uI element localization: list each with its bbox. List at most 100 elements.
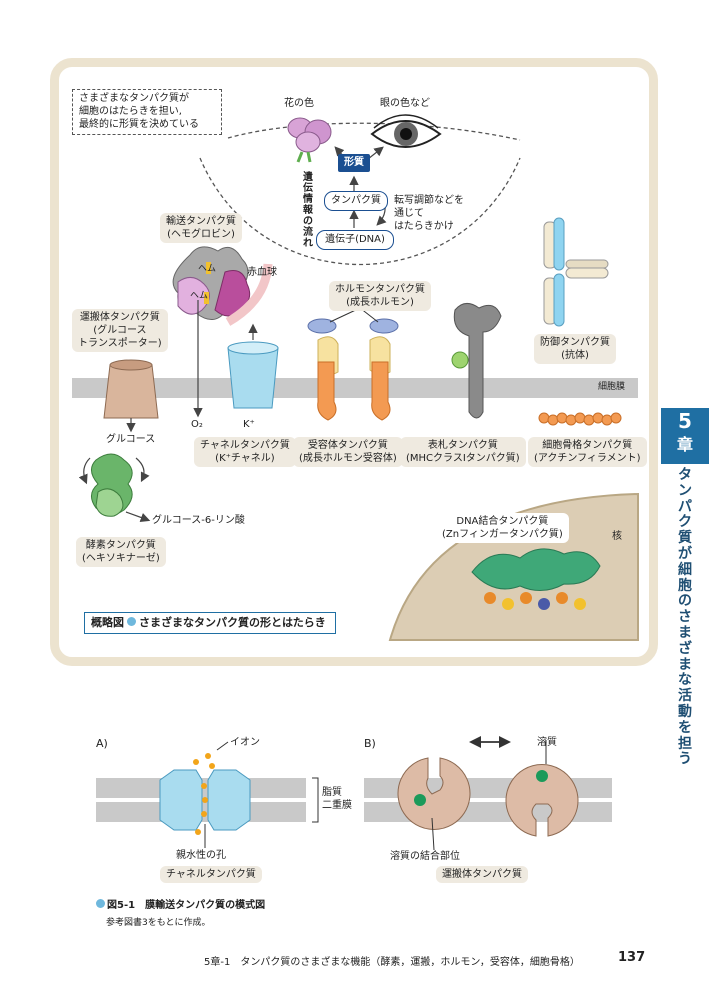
carrier-open-in xyxy=(505,764,579,837)
figure-reference: 参考図書3をもとに作成。 xyxy=(106,918,211,928)
bilayer-label: 脂質 二重膜 xyxy=(322,786,352,812)
chapter-title-char: 動 xyxy=(678,703,692,720)
overview-caption: 概略図さまざまなタンパク質の形とはたらき xyxy=(84,612,336,634)
figure-caption: 図5-1 膜輸送タンパク質の模式図 xyxy=(96,899,265,913)
k-channel-icon xyxy=(227,347,279,409)
antibody-line: 防御タンパク質 xyxy=(540,337,610,348)
ion-label: イオン xyxy=(230,737,260,748)
mhc-icon xyxy=(453,303,502,419)
flow-char: 遺 xyxy=(303,172,313,183)
glut-label: 運搬体タンパク質 (グルコース トランスポーター) xyxy=(72,309,168,352)
chapter-title-char: ま xyxy=(678,624,692,641)
red-blood-cell xyxy=(225,263,273,326)
chapter-title-char: ま xyxy=(678,656,692,673)
hormone-label: ホルモンタンパク質 (成長ホルモン) xyxy=(329,281,431,311)
glut-line: 運搬体タンパク質 xyxy=(79,312,160,323)
chapter-title-char: 担 xyxy=(678,735,692,752)
chapter-title-char: ン xyxy=(678,482,692,499)
hormone-line: ホルモンタンパク質 xyxy=(335,284,425,295)
caption-dot xyxy=(127,617,136,626)
intro-line: さまざまなタンパク質が xyxy=(79,93,189,104)
chapter-title-char: う xyxy=(678,751,692,768)
carrier-open-out xyxy=(397,757,471,830)
chapter-title-char: ク xyxy=(678,514,692,531)
intro-line: 細胞のはたらきを担い, xyxy=(79,106,182,117)
channel-line: チャネルタンパク質 xyxy=(200,440,290,451)
regulation-line: 通じて xyxy=(394,208,424,219)
flow-char: 流 xyxy=(303,227,313,238)
nucleus-label: 核 xyxy=(612,531,622,542)
panel-b-label: B) xyxy=(364,737,376,750)
actin-filament-icon xyxy=(538,412,622,426)
regulation-line: 転写調節などを xyxy=(394,195,464,206)
chapter-title-char: 細 xyxy=(678,561,692,578)
channel-label: チャネルタンパク質 (K⁺チャネル) xyxy=(194,437,296,467)
dna-binding-label: DNA結合タンパク質 (Znフィンガータンパク質) xyxy=(436,513,569,543)
binding-site-label: 溶質の結合部位 xyxy=(390,851,460,862)
o2-label: O₂ xyxy=(191,419,203,430)
regulation-label: 転写調節などを 通じて はたらきかけ xyxy=(394,194,464,233)
bilayer-line: 二重膜 xyxy=(322,800,352,811)
hormone-line: (成長ホルモン) xyxy=(346,297,414,308)
hormone-right xyxy=(369,318,399,334)
figure-title: 膜輸送タンパク質の模式図 xyxy=(145,900,266,911)
flow-label: 遺 伝 情 報 の 流 れ xyxy=(302,172,314,249)
eye-icon xyxy=(370,114,442,148)
flow-char: の xyxy=(303,216,313,227)
flow-char: れ xyxy=(303,238,313,249)
glut-line: (グルコース xyxy=(93,325,147,336)
flow-char: 報 xyxy=(303,205,313,216)
enzyme-icon xyxy=(91,453,133,517)
hormone-left xyxy=(307,318,337,334)
pore-label: 親水性の孔 xyxy=(176,850,226,861)
footer-section: 5章-1 タンパク質のさまざまな機能（酵素，運搬，ホルモン，受容体，細胞骨格） xyxy=(204,957,580,968)
heme-label-2: ヘム xyxy=(190,291,209,301)
dashed-curve-outer xyxy=(199,157,521,265)
caption-text: さまざまなタンパク質の形とはたらき xyxy=(139,616,326,629)
chapter-tab: 5 章 xyxy=(661,408,709,464)
channel-line: (K⁺チャネル) xyxy=(215,453,275,464)
hemoglobin-label: 輸送タンパク質 (ヘモグロビン) xyxy=(160,213,242,243)
flow-char: 情 xyxy=(303,194,313,205)
cytoskeleton-line: 細胞骨格タンパク質 xyxy=(542,440,633,451)
chapter-title-char: 活 xyxy=(678,688,692,705)
receptor-line: 受容体タンパク質 xyxy=(307,440,388,451)
flower-color-label: 花の色 xyxy=(284,98,314,109)
dashed-curve-top xyxy=(227,122,521,141)
eye-color-label: 眼の色など xyxy=(380,98,430,109)
chapter-number: 5 xyxy=(678,409,692,433)
trait-box: 形質 xyxy=(338,154,370,172)
chapter-title-char: 胞 xyxy=(678,577,692,594)
glut-line: トランスポーター) xyxy=(78,338,162,349)
hemoglobin-line: 輸送タンパク質 xyxy=(166,216,236,227)
marker-label: 表札タンパク質 (MHCクラスⅠタンパク質) xyxy=(400,437,526,467)
cytoskeleton-label: 細胞骨格タンパク質 (アクチンフィラメント) xyxy=(528,437,647,467)
protein-box: タンパク質 xyxy=(324,191,388,211)
antibody-line: (抗体) xyxy=(561,350,589,361)
ions xyxy=(193,753,215,835)
intro-line: 最終的に形質を決めている xyxy=(79,119,199,130)
hemoglobin-line: (ヘモグロビン) xyxy=(167,229,235,240)
flower-icon xyxy=(287,117,332,163)
flow-char: 伝 xyxy=(303,183,313,194)
regulation-line: はたらきかけ xyxy=(394,221,454,232)
gene-box: 遺伝子(DNA) xyxy=(316,230,394,250)
dna-binding-line: (Znフィンガータンパク質) xyxy=(442,529,563,540)
marker-line: 表札タンパク質 xyxy=(427,440,498,451)
hemoglobin-icon xyxy=(172,246,251,320)
chapter-title-char: パ xyxy=(678,498,692,515)
kplus-label: K⁺ xyxy=(243,419,255,430)
chapter-title-char: タ xyxy=(678,467,692,483)
solute-label: 溶質 xyxy=(537,737,557,748)
red-blood-cell-label: 赤血球 xyxy=(247,267,277,278)
carrier-protein-label: 運搬体タンパク質 xyxy=(436,866,528,883)
dna-binding-line: DNA結合タンパク質 xyxy=(456,516,549,527)
enzyme-label: 酵素タンパク質 (ヘキソキナーゼ) xyxy=(76,537,166,567)
channel-half-right xyxy=(207,769,251,831)
receptor-icon xyxy=(317,336,391,421)
chapter-title-char: 質 xyxy=(678,530,692,547)
cell-membrane xyxy=(72,378,638,398)
channel-half-left xyxy=(159,769,203,831)
antibody-label: 防御タンパク質 (抗体) xyxy=(534,334,616,364)
figure-number: 図5-1 xyxy=(107,900,136,911)
